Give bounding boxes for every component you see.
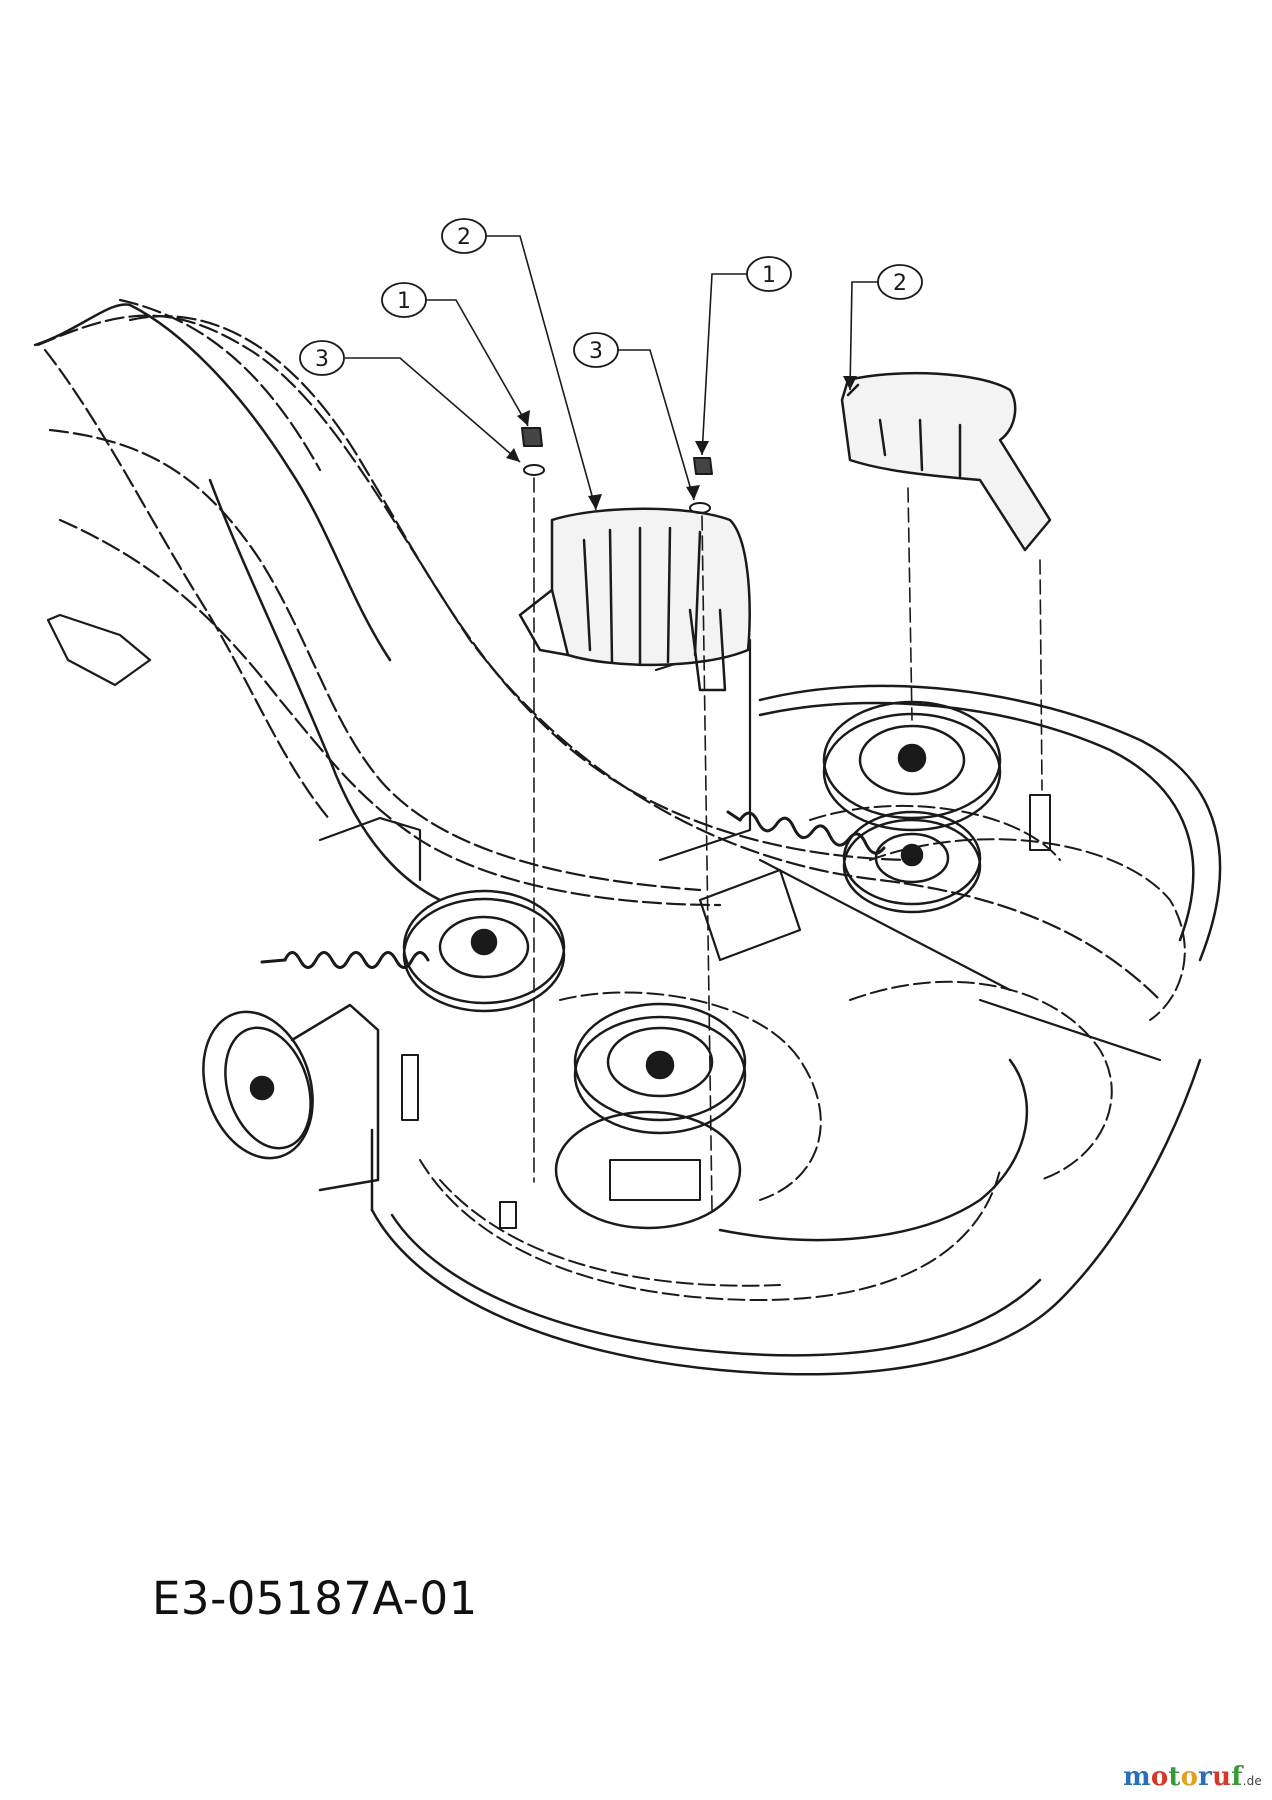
deck-body — [370, 684, 1222, 1376]
callout-1-left-label: 1 — [397, 289, 411, 314]
belt-shield-edge — [33, 303, 442, 902]
left-idler-pulley — [402, 889, 566, 1013]
drive-belt-outline — [36, 298, 1162, 1002]
watermark-letters: motoruf — [1123, 1762, 1242, 1792]
callout-arrowheads — [506, 376, 857, 510]
callout-3-left: 3 — [299, 340, 345, 376]
callout-2-left-label: 2 — [457, 225, 471, 250]
callout-leaders — [345, 235, 878, 511]
hardware-left — [521, 427, 545, 476]
callout-3-right: 3 — [573, 332, 619, 368]
right-belt-cover — [840, 371, 1052, 552]
deck-wheel — [202, 1003, 380, 1192]
center-spindle-pulley — [554, 1002, 747, 1230]
drawing-number: E3-05187A-01 — [152, 1572, 478, 1625]
callout-1-right: 1 — [746, 256, 792, 292]
callout-2-left: 2 — [441, 218, 487, 254]
watermark-letter: o — [1150, 1762, 1169, 1792]
callout-2-right: 2 — [877, 264, 923, 300]
callout-1-right-label: 1 — [762, 263, 776, 288]
left-belt-cover — [518, 507, 751, 692]
right-idler-pulley — [842, 810, 982, 914]
watermark-letter: r — [1198, 1762, 1213, 1792]
left-deck-bracket — [46, 613, 422, 882]
spindle-studs — [401, 794, 1051, 1229]
hardware-right — [689, 457, 713, 514]
left-tension-spring — [260, 951, 430, 969]
watermark-letter: f — [1231, 1762, 1243, 1792]
watermark-tld: .de — [1242, 1774, 1262, 1788]
watermark-letter: u — [1212, 1762, 1232, 1792]
alignment-lines — [533, 477, 1043, 1211]
callout-3-left-label: 3 — [315, 347, 329, 372]
right-tension-spring — [726, 810, 886, 855]
watermark-letter: o — [1180, 1762, 1199, 1792]
callout-2-right-label: 2 — [893, 271, 907, 296]
watermark-letter: t — [1168, 1762, 1181, 1792]
callout-1-left: 1 — [381, 282, 427, 318]
watermark-letter: m — [1123, 1762, 1151, 1792]
callout-3-right-label: 3 — [589, 339, 603, 364]
motoruf-watermark-logo: motoruf.de — [1123, 1762, 1262, 1792]
